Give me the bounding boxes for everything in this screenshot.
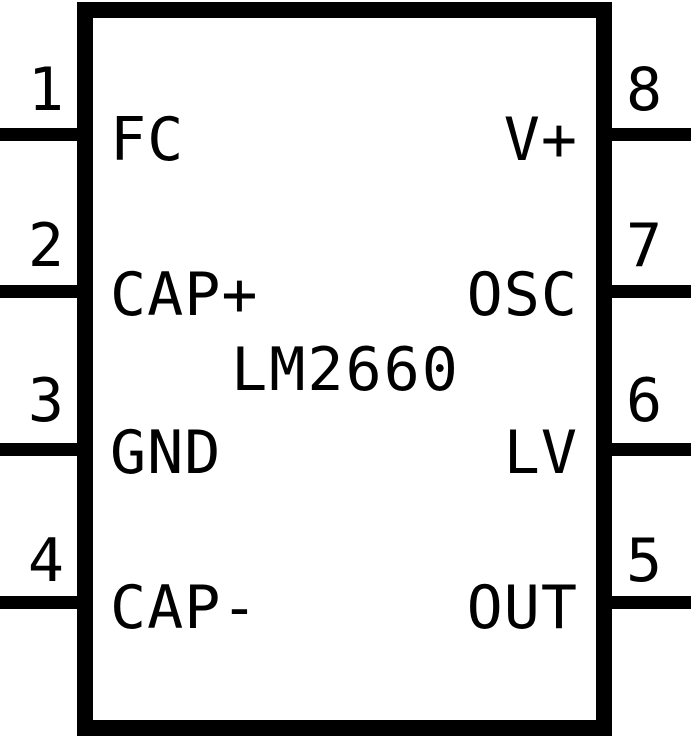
pin-1-number: 1 <box>27 55 64 125</box>
pin-2-number: 2 <box>27 211 64 281</box>
pin-4-number: 4 <box>27 526 64 596</box>
pin-3-lead-line <box>0 443 88 456</box>
pin-7-number: 7 <box>626 211 663 281</box>
pin-3-label: GND <box>110 418 222 488</box>
pin-4-label: CAP- <box>110 573 259 643</box>
pin-6-lead-line <box>604 443 691 456</box>
pin-7-label: OSC <box>466 260 578 330</box>
pin-6-number: 6 <box>626 366 663 436</box>
pin-1-label: FC <box>110 105 185 175</box>
pin-2-lead-line <box>0 285 88 298</box>
pin-1-lead-line <box>0 128 88 141</box>
pin-8-label: V+ <box>503 105 578 175</box>
pin-5-lead-line <box>604 596 691 609</box>
chip-body-outline <box>77 2 612 736</box>
pin-4-lead-line <box>0 596 88 609</box>
part-number-label: LM2660 <box>231 335 460 405</box>
pin-6-label: LV <box>503 418 578 488</box>
pin-5-label: OUT <box>466 573 578 643</box>
pin-2-label: CAP+ <box>110 260 259 330</box>
pin-7-lead-line <box>604 285 691 298</box>
pin-8-number: 8 <box>626 55 663 125</box>
pin-3-number: 3 <box>27 366 64 436</box>
pin-5-number: 5 <box>626 526 663 596</box>
pin-8-lead-line <box>604 128 691 141</box>
